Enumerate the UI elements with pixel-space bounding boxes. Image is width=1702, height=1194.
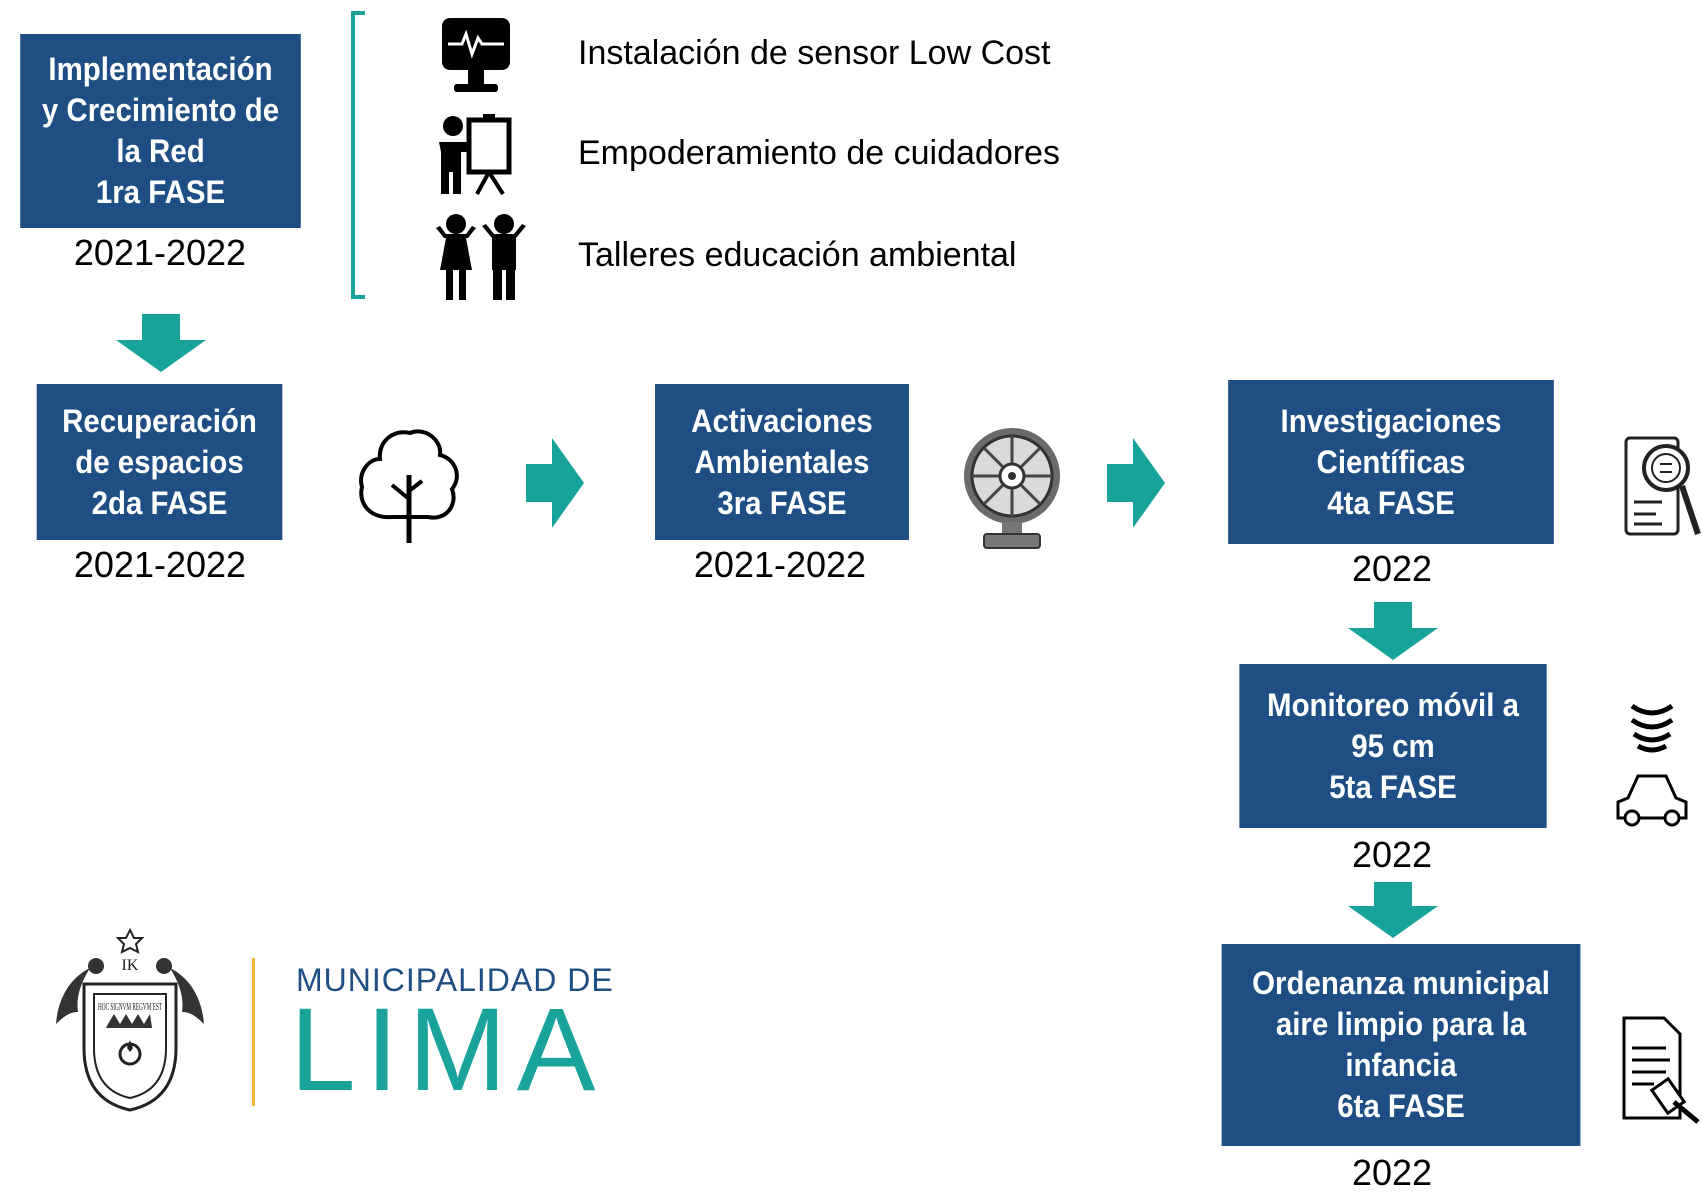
phase-2-year: 2021-2022 bbox=[73, 544, 247, 585]
phase-4-box: Investigaciones Científicas 4ta FASE bbox=[1228, 380, 1554, 544]
phase-2-line-3: 2da FASE bbox=[91, 484, 228, 521]
phase-1-box: Implementación y Crecimiento de la Red 1… bbox=[20, 34, 301, 228]
phase-5-box: Monitoreo móvil a 95 cm 5ta FASE bbox=[1239, 664, 1547, 828]
phase-4-year: 2022 bbox=[1351, 548, 1433, 589]
logo-municipalidad-text: MUNICIPALIDAD DE bbox=[296, 962, 614, 998]
activity-2-label: Empoderamiento de cuidadores bbox=[578, 134, 1060, 172]
logo-lima-text: LIMA bbox=[290, 984, 606, 1116]
activity-1-label: Instalación de sensor Low Cost bbox=[578, 34, 1051, 72]
phase-1-line-3: la Red bbox=[116, 133, 205, 169]
phase-5-line-2: 95 cm bbox=[1351, 727, 1435, 764]
phase-3-year: 2021-2022 bbox=[693, 544, 867, 585]
phase-4-line-1: Investigaciones bbox=[1280, 402, 1502, 439]
document-search-icon bbox=[1624, 436, 1701, 536]
phase-5-year: 2022 bbox=[1351, 834, 1433, 875]
lima-coat-of-arms-logo: IK HOC SIGNVM REGVM EST bbox=[56, 928, 204, 1112]
phase-6-line-3: infancia bbox=[1345, 1047, 1457, 1083]
phase-1-year: 2021-2022 bbox=[73, 232, 247, 273]
phase-2-line-2: de espacios bbox=[75, 443, 244, 480]
car-signal-icon bbox=[1616, 703, 1688, 827]
phase-2-box: Recuperación de espacios 2da FASE bbox=[36, 384, 283, 540]
phase-4-line-3: 4ta FASE bbox=[1327, 484, 1455, 521]
phase-1-line-1: Implementación bbox=[48, 51, 273, 87]
phase-6-line-4: 6ta FASE bbox=[1337, 1088, 1465, 1124]
teacher-board-icon bbox=[439, 114, 512, 196]
phase-6-box: Ordenanza municipal aire limpio para la … bbox=[1221, 944, 1581, 1146]
phase-4-line-2: Científicas bbox=[1316, 443, 1466, 480]
phase-1-line-4: 1ra FASE bbox=[95, 174, 226, 210]
document-gavel-icon bbox=[1622, 1016, 1700, 1124]
tree-icon bbox=[359, 429, 459, 543]
seal-motto: HOC SIGNVM REGVM EST bbox=[98, 1001, 162, 1013]
phase-3-line-3: 3ra FASE bbox=[717, 484, 847, 521]
phase-6-line-1: Ordenanza municipal bbox=[1252, 965, 1550, 1001]
phase-5-line-3: 5ta FASE bbox=[1329, 768, 1457, 805]
bracket bbox=[351, 11, 365, 299]
monitor-pulse-icon bbox=[442, 18, 510, 92]
children-icon bbox=[436, 214, 526, 300]
arrow-down-1 bbox=[116, 314, 206, 372]
phase-3-line-1: Activaciones bbox=[691, 402, 873, 439]
arrow-right-1 bbox=[526, 438, 584, 528]
arrow-down-2 bbox=[1348, 602, 1438, 660]
logo-divider bbox=[252, 958, 255, 1106]
phase-3-line-2: Ambientales bbox=[694, 443, 870, 480]
arrow-down-3 bbox=[1348, 882, 1438, 938]
phase-3-box: Activaciones Ambientales 3ra FASE bbox=[655, 384, 909, 540]
phase-5-line-1: Monitoreo móvil a bbox=[1267, 686, 1519, 723]
phase-1-line-2: y Crecimiento de bbox=[41, 92, 280, 128]
phase-6-year: 2022 bbox=[1351, 1152, 1433, 1193]
seal-top-letters: IK bbox=[122, 957, 139, 974]
arrow-right-2 bbox=[1107, 438, 1165, 528]
phase-6-line-2: aire limpio para la bbox=[1275, 1006, 1527, 1042]
phase-2-line-1: Recuperación bbox=[62, 402, 257, 439]
prize-wheel-icon bbox=[964, 428, 1060, 549]
activity-3-label: Talleres educación ambiental bbox=[578, 236, 1017, 274]
